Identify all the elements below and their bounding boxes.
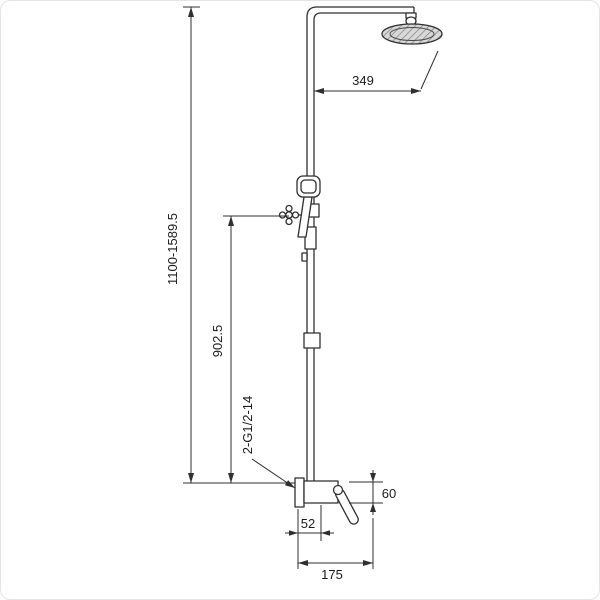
mixer-handle [332,484,359,525]
mixer-valve [294,477,359,525]
overall-height-label: 1100-1589.5 [165,213,180,285]
hand-shower [278,175,321,250]
hand-shower-height-label: 902.5 [210,325,225,358]
wall-offset-label: 52 [301,516,315,531]
dim-wall-offset: 52 [285,505,334,569]
dim-mixer-height: 60 [349,470,396,515]
rain-shower-head [381,12,443,45]
shower-column [301,6,415,501]
dim-overall-height: 1100-1589.5 [165,6,200,483]
mixer-height-label: 60 [382,486,396,501]
cross-knob [278,204,300,226]
dim-thread-spec: 2-G1/2-14 [240,396,296,489]
dim-base-width: 175 [298,518,374,582]
head-offset-label: 349 [352,73,374,88]
dim-hand-shower-height: 902.5 [183,215,295,484]
thread-spec-label: 2-G1/2-14 [240,396,255,455]
base-width-label: 175 [321,567,343,582]
dim-head-offset: 349 [314,50,439,94]
